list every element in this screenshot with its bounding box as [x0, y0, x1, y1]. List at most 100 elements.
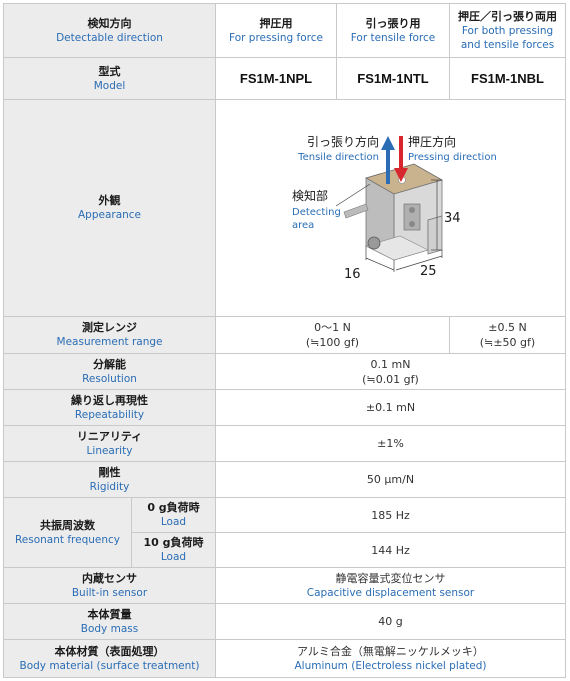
material-label-en: Body material (surface treatment) [19, 659, 200, 672]
sensor-label: 内蔵センサ Built-in sensor [4, 568, 216, 604]
header-col2-jp: 引っ張り用 [365, 16, 421, 30]
rigidity-label-en: Rigidity [89, 480, 130, 493]
resonant-sub1-value: 185 Hz [216, 498, 566, 533]
header-direction-en: Detectable direction [56, 31, 163, 44]
linearity-v: ±1% [377, 437, 404, 450]
material-label-jp: 本体材質（表面処理） [54, 644, 165, 658]
model-ntl-text: FS1M-1NTL [357, 71, 429, 86]
sensor-label-jp: 内蔵センサ [82, 571, 137, 585]
resonant-sub2-en: Load [160, 551, 187, 563]
resolution-label: 分解能 Resolution [4, 354, 216, 390]
header-col1-jp: 押圧用 [259, 16, 293, 30]
detect-label-jp: 検知部 [292, 188, 328, 203]
linearity-label: リニアリティ Linearity [4, 426, 216, 462]
sensor-label-en: Built-in sensor [71, 586, 148, 599]
header-direction-jp: 検知方向 [87, 16, 132, 30]
range-label: 測定レンジ Measurement range [4, 317, 216, 354]
resonant-sub1-jp: 0 g負荷時 [147, 501, 200, 514]
dim-width: 25 [420, 264, 437, 279]
material-v-en: Aluminum (Electroless nickel plated) [294, 660, 487, 672]
repeatability-label-en: Repeatability [74, 408, 145, 421]
pressing-label-jp: 押圧方向 [408, 134, 456, 149]
resolution-label-en: Resolution [82, 372, 137, 385]
model-label: 型式 Model [4, 58, 216, 100]
detect-label-en-2: area [292, 220, 314, 231]
range-v1a: 0〜1 N [314, 321, 351, 334]
detect-leader-line [335, 183, 371, 207]
pressing-arrow [394, 136, 408, 182]
header-col2-en: For tensile force [350, 31, 436, 44]
material-v-jp: アルミ合金（無電解ニッケルメッキ） [297, 645, 484, 658]
range-v2b: (≒±50 gf) [479, 336, 536, 349]
resolution-va: 0.1 mN [370, 357, 411, 371]
dim-height: 34 [444, 211, 461, 226]
header-direction-label: 検知方向 Detectable direction [4, 4, 216, 58]
linearity-label-en: Linearity [86, 444, 133, 457]
model-nbl: FS1M-1NBL [450, 58, 566, 100]
model-ntl: FS1M-1NTL [337, 58, 450, 100]
mass-value: 40 g [216, 604, 566, 640]
detect-label-en-1: Detecting [292, 207, 341, 218]
resonant-sub1-v: 185 Hz [371, 508, 410, 522]
resolution-value: 0.1 mN (≒0.01 gf) [216, 354, 566, 390]
mass-label-jp: 本体質量 [87, 607, 132, 621]
header-col-both: 押圧／引っ張り両用 For both pressing and tensile … [450, 4, 566, 58]
header-col-tensile: 引っ張り用 For tensile force [337, 4, 450, 58]
rigidity-v: 50 μm/N [366, 473, 415, 486]
mass-v: 40 g [378, 615, 403, 628]
range-value-1: 0〜1 N (≒100 gf) [216, 317, 450, 354]
mass-label-en: Body mass [80, 622, 139, 635]
pressing-label-en: Pressing direction [408, 152, 497, 163]
header-col-pressing: 押圧用 For pressing force [216, 4, 337, 58]
model-npl: FS1M-1NPL [216, 58, 337, 100]
repeatability-label: 繰り返し再現性 Repeatability [4, 390, 216, 426]
linearity-value: ±1% [216, 426, 566, 462]
model-npl-text: FS1M-1NPL [239, 71, 313, 86]
repeatability-label-jp: 繰り返し再現性 [71, 393, 148, 407]
repeatability-value: ±0.1 mN [216, 390, 566, 426]
material-label: 本体材質（表面処理） Body material (surface treatm… [4, 640, 216, 678]
appearance-label: 外観 Appearance [4, 100, 216, 317]
sensor-v-en: Capacitive displacement sensor [306, 587, 475, 599]
model-nbl-text: FS1M-1NBL [471, 71, 544, 86]
range-value-2: ±0.5 N (≒±50 gf) [450, 317, 566, 354]
range-v1b: (≒100 gf) [305, 336, 360, 349]
resonant-sub2-label: 10 g負荷時 Load [132, 533, 216, 568]
dim-depth: 16 [344, 267, 361, 282]
rigidity-value: 50 μm/N [216, 462, 566, 498]
header-col3-en-2: and tensile forces [460, 38, 555, 51]
resonant-label: 共振周波数 Resonant frequency [4, 498, 132, 568]
tensile-arrow [381, 136, 395, 184]
mass-label: 本体質量 Body mass [4, 604, 216, 640]
resonant-sub1-label: 0 g負荷時 Load [132, 498, 216, 533]
tensile-label-en: Tensile direction [297, 152, 379, 163]
resonant-sub2-jp: 10 g負荷時 [143, 536, 204, 549]
sensor-value: 静電容量式変位センサ Capacitive displacement senso… [216, 568, 566, 604]
range-label-jp: 測定レンジ [82, 321, 137, 334]
resonant-sub2-v: 144 Hz [371, 543, 410, 557]
appearance-label-jp: 外観 [98, 194, 121, 207]
header-col1-en: For pressing force [229, 31, 323, 44]
sensor-illustration: 引っ張り方向 Tensile direction 押圧方向 Pressing d… [292, 134, 497, 282]
appearance-label-en: Appearance [77, 209, 142, 221]
linearity-label-jp: リニアリティ [76, 429, 143, 443]
range-label-en: Measurement range [56, 336, 163, 348]
resolution-vb: (≒0.01 gf) [362, 372, 419, 386]
resonant-label-en: Resonant frequency [14, 533, 121, 546]
material-value: アルミ合金（無電解ニッケルメッキ） Aluminum (Electroless … [216, 640, 566, 678]
header-col3-jp: 押圧／引っ張り両用 [458, 9, 557, 23]
rigidity-label: 剛性 Rigidity [4, 462, 216, 498]
sensor-body [343, 163, 444, 261]
resolution-label-jp: 分解能 [93, 357, 126, 371]
sensor-v-jp: 静電容量式変位センサ [335, 572, 446, 585]
range-v2a: ±0.5 N [488, 321, 527, 334]
header-col3-en-1: For both pressing [461, 24, 554, 37]
dimension-lines [365, 179, 443, 272]
model-label-jp: 型式 [98, 64, 121, 78]
appearance-figure-cell: 引っ張り方向 Tensile direction 押圧方向 Pressing d… [216, 100, 566, 317]
repeatability-v: ±0.1 mN [365, 401, 416, 414]
resonant-sub1-en: Load [160, 516, 187, 528]
resonant-label-jp: 共振周波数 [40, 518, 95, 532]
model-label-en: Model [93, 79, 126, 92]
spec-table: 検知方向 Detectable direction 押圧用 For pressi… [3, 3, 566, 678]
